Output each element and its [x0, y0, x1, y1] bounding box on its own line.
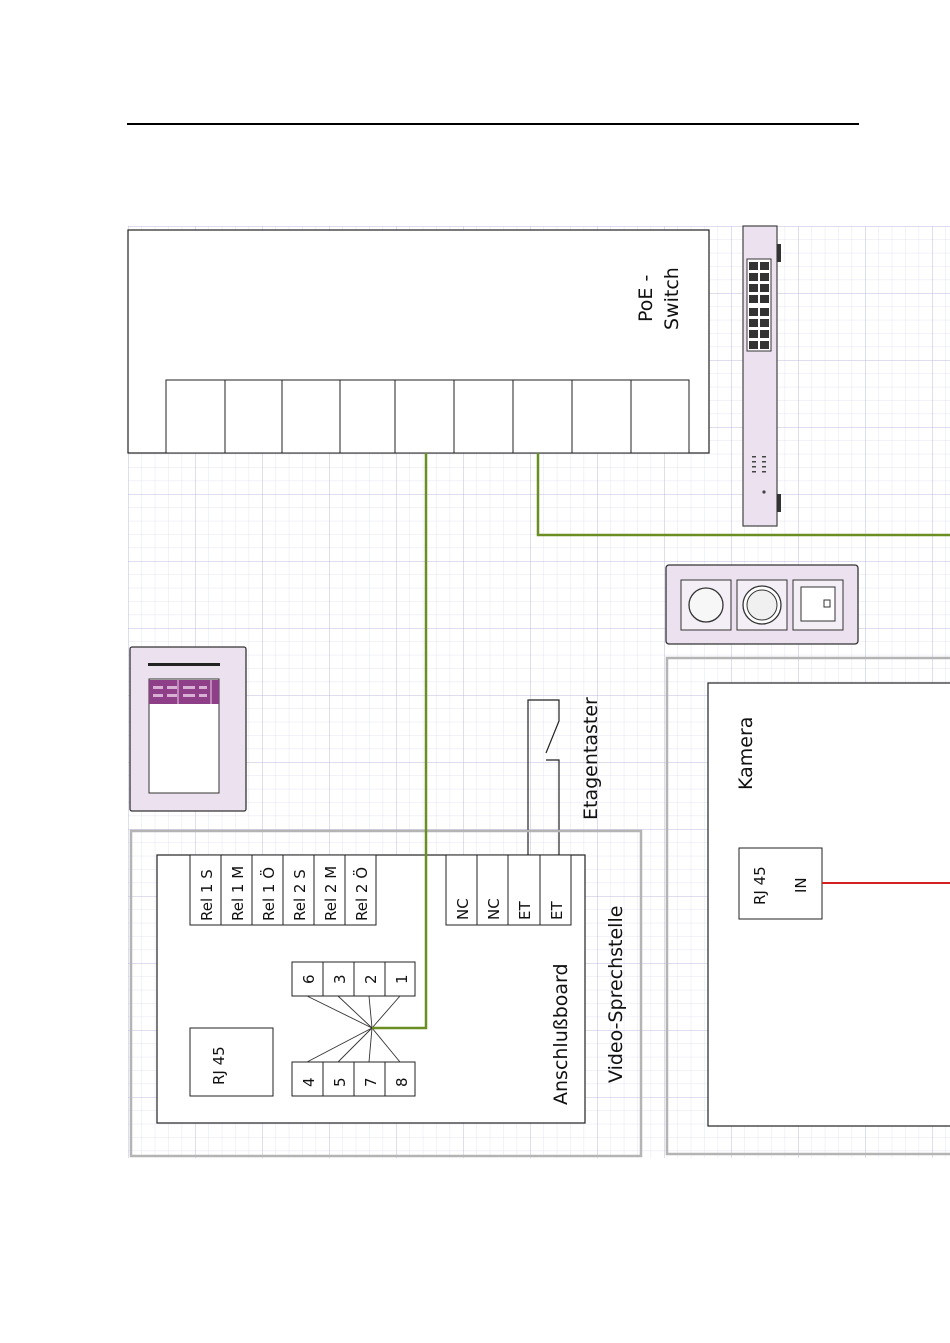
- relay-terminal-strip: Rel 1 S Rel 1 M Rel 1 Ö Rel 2 S Rel 2 M …: [190, 855, 376, 925]
- switch-port-row: [166, 380, 689, 453]
- pin-6: 6: [300, 974, 318, 984]
- anschlussboard-label: Anschlußboard: [550, 963, 572, 1105]
- terminal-et-1: ET: [516, 901, 534, 920]
- poe-switch-block: PoE - Switch: [128, 230, 709, 453]
- kamera-block: Kamera RJ 45 IN: [667, 658, 950, 1154]
- pin-8: 8: [393, 1077, 411, 1087]
- terminal-rel2-m: Rel 2 M: [322, 866, 340, 921]
- board-rj45-label: RJ 45: [210, 1046, 228, 1085]
- pin-block-top: 6 3 2 1: [292, 962, 415, 996]
- pin-2: 2: [362, 974, 380, 984]
- pin-5: 5: [331, 1077, 349, 1087]
- pin-1: 1: [393, 974, 411, 984]
- poe-switch-device-icon: [743, 226, 781, 526]
- nc-et-terminal-strip: NC NC ET ET: [446, 855, 571, 925]
- terminal-et-2: ET: [548, 901, 566, 920]
- etagentaster-label: Etagentaster: [580, 697, 602, 820]
- video-sprechstelle-label: Video-Sprechstelle: [605, 906, 627, 1083]
- board-rj45-box: RJ 45: [190, 1028, 273, 1096]
- kamera-rj45-label: RJ 45: [751, 866, 769, 905]
- terminal-nc-1: NC: [454, 898, 472, 920]
- video-intercom-device-icon: [130, 647, 246, 811]
- pin-block-bottom: 4 5 7 8: [292, 1062, 415, 1096]
- pin-7: 7: [362, 1077, 380, 1087]
- pin-3: 3: [331, 974, 349, 984]
- terminal-rel1-s: Rel 1 S: [198, 869, 216, 921]
- terminal-nc-2: NC: [485, 898, 503, 920]
- kamera-in-label: IN: [792, 877, 810, 893]
- poe-label-line1: PoE -: [635, 275, 657, 322]
- kamera-label: Kamera: [735, 717, 757, 790]
- switch-plate-icon: [666, 565, 858, 644]
- terminal-rel1-oe: Rel 1 Ö: [259, 867, 278, 921]
- terminal-rel1-m: Rel 1 M: [229, 866, 247, 921]
- pin-4: 4: [300, 1077, 318, 1087]
- video-sprechstelle-block: Video-Sprechstelle Anschlußboard Rel 1 S…: [131, 831, 641, 1156]
- poe-label-line2: Switch: [661, 267, 683, 330]
- terminal-rel2-s: Rel 2 S: [291, 869, 309, 921]
- terminal-rel2-oe: Rel 2 Ö: [352, 867, 371, 921]
